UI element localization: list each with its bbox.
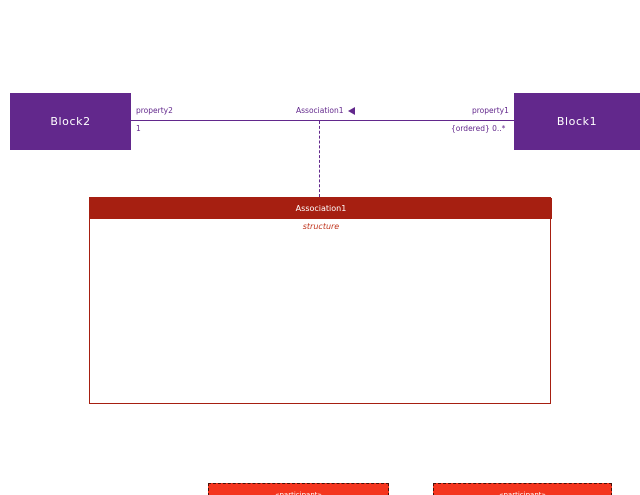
participant-p1-stereotype: «participant» [499, 491, 546, 495]
edge-label-right-multiplicity: {ordered} 0..* [451, 124, 506, 133]
association-connector-line[interactable] [131, 120, 514, 121]
participant-part-p1[interactable]: «participant» {end=property1} p1: Block1 [433, 483, 612, 495]
edge-label-association-name: Association1 [296, 106, 344, 115]
association-block-title: Association1 [295, 204, 347, 213]
participant-part-p2[interactable]: «participant» {end=property2} p2: Block2 [208, 483, 389, 495]
block-block1[interactable]: Block1 [514, 93, 640, 150]
block-block1-label: Block1 [556, 115, 598, 128]
edge-label-left-multiplicity: 1 [136, 124, 141, 133]
association-block-header: Association1 [90, 198, 552, 219]
edge-label-right-role: property1 [472, 106, 509, 115]
edge-label-left-role: property2 [136, 106, 173, 115]
block-block2-label: Block2 [50, 115, 91, 128]
structure-compartment-label: structure [302, 222, 340, 231]
block-block2[interactable]: Block2 [10, 93, 131, 150]
association-dashed-link [319, 121, 320, 197]
association-direction-triangle-icon [348, 107, 355, 115]
association-block[interactable]: Association1 structure «participant» {en… [89, 197, 612, 495]
participant-p2-stereotype: «participant» [275, 491, 322, 495]
